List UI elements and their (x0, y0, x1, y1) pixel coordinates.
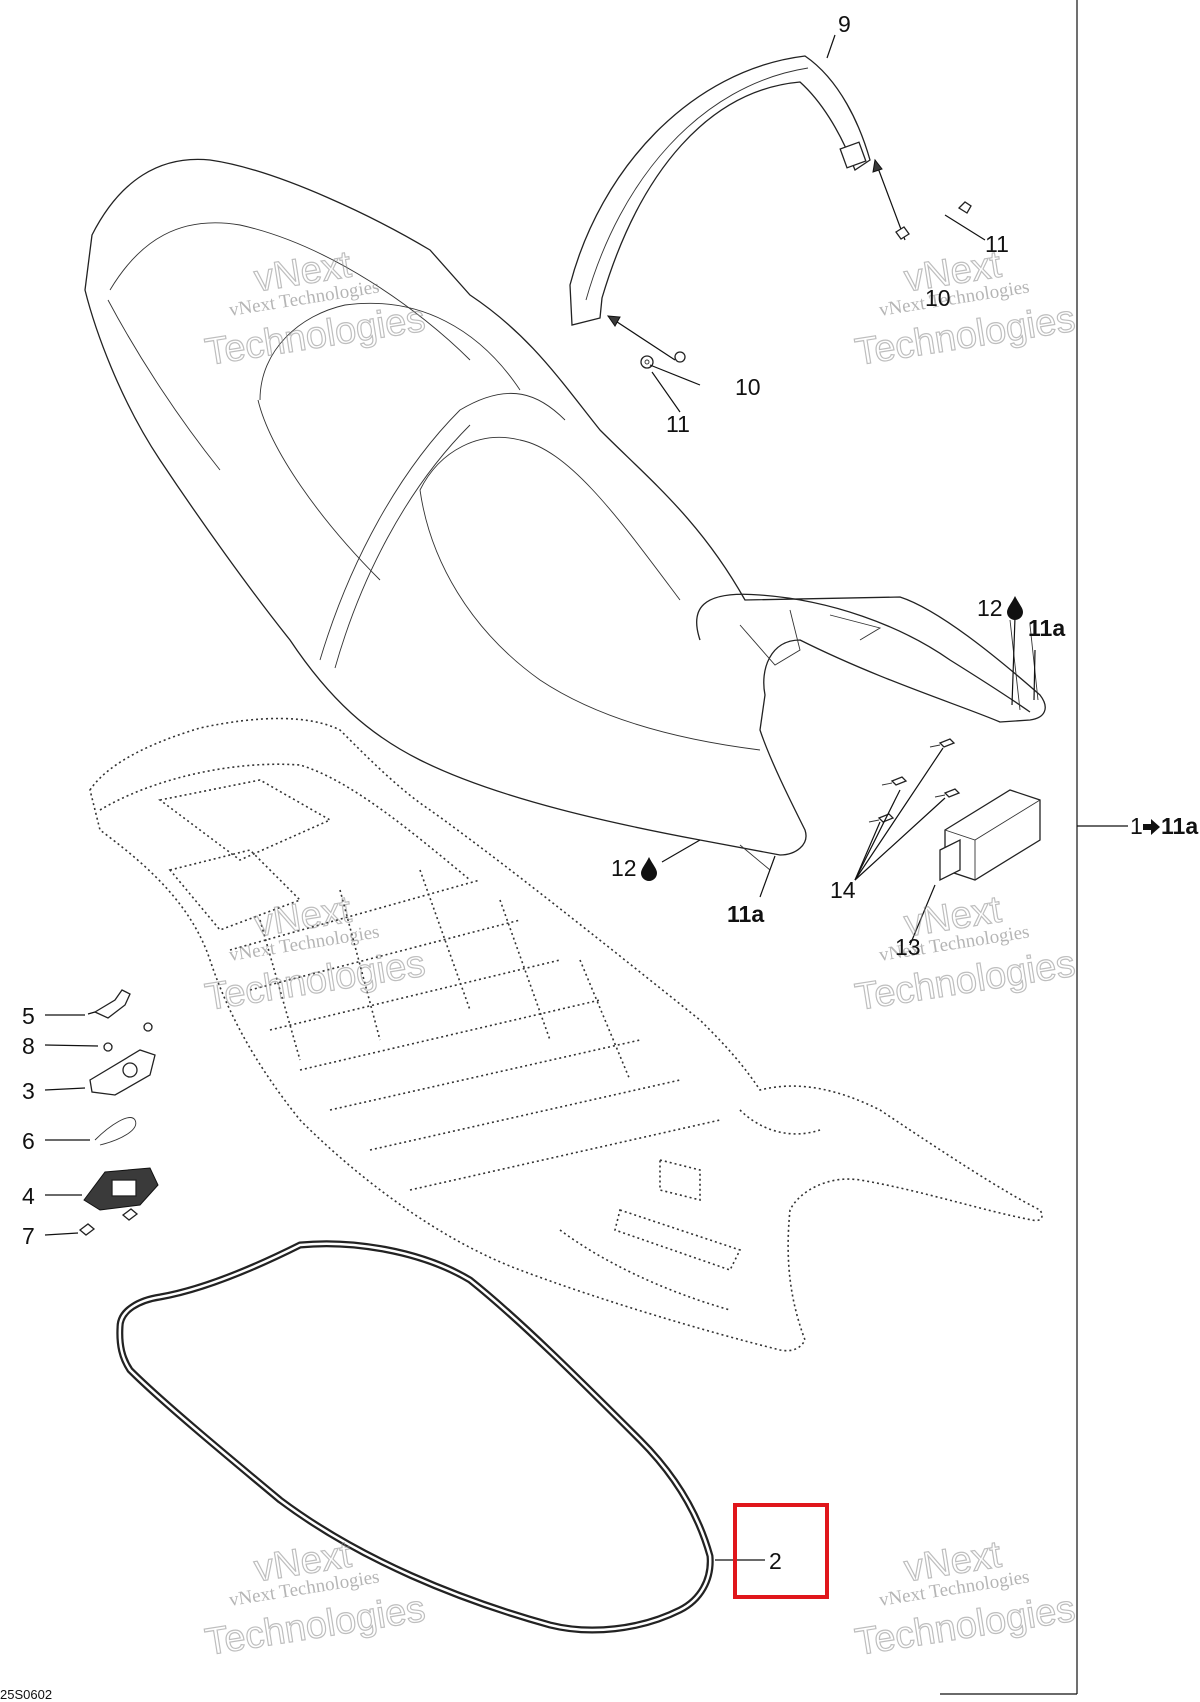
callout-10-top: 10 (925, 285, 951, 311)
right-arrow-icon (1143, 819, 1160, 835)
callout-11-top: 11 (985, 231, 1009, 257)
seat-gasket-part (116, 1240, 765, 1634)
rear-box-part (854, 738, 1041, 946)
callout-3: 3 (22, 1078, 35, 1104)
callout-13: 13 (895, 934, 921, 960)
callout-5: 5 (22, 1003, 35, 1029)
callout-11a-top: 11a (1028, 615, 1065, 641)
callout-11a-bottom: 11a (727, 901, 764, 927)
drawing-id: 25S0602 (0, 1687, 52, 1702)
callout-1-range: 1 (1130, 813, 1143, 839)
grab-handle-part (569, 55, 871, 326)
oil-drop-icon (1007, 596, 1023, 620)
callout-6: 6 (22, 1128, 35, 1154)
callout-11a-range: 11a (1161, 813, 1198, 839)
callout-4: 4 (22, 1183, 35, 1209)
highlight-box[interactable] (733, 1503, 829, 1599)
seat-cover-part (84, 158, 1046, 871)
callout-12-bottom: 12 (611, 855, 637, 881)
range-bracket (940, 0, 1128, 1695)
oil-drop-icon (641, 857, 657, 881)
seat-base-part (89, 717, 1043, 1352)
watermarks: vNext Technologies vNext Technologies vN… (202, 243, 1079, 1665)
callout-14: 14 (830, 877, 856, 903)
callout-9: 9 (838, 11, 851, 37)
callout-7: 7 (22, 1223, 35, 1249)
leaders (649, 34, 1036, 898)
callout-12-top: 12 (977, 595, 1003, 621)
callout-8: 8 (22, 1033, 35, 1059)
callout-10: 10 (735, 374, 761, 400)
callouts: 9 11 10 10 11 12 11a 1 11a 12 11a 14 13 … (22, 11, 1198, 1574)
callout-2: 2 (769, 1548, 782, 1574)
callout-11: 11 (666, 411, 690, 437)
latch-hardware (44, 989, 159, 1236)
screws (868, 738, 961, 823)
